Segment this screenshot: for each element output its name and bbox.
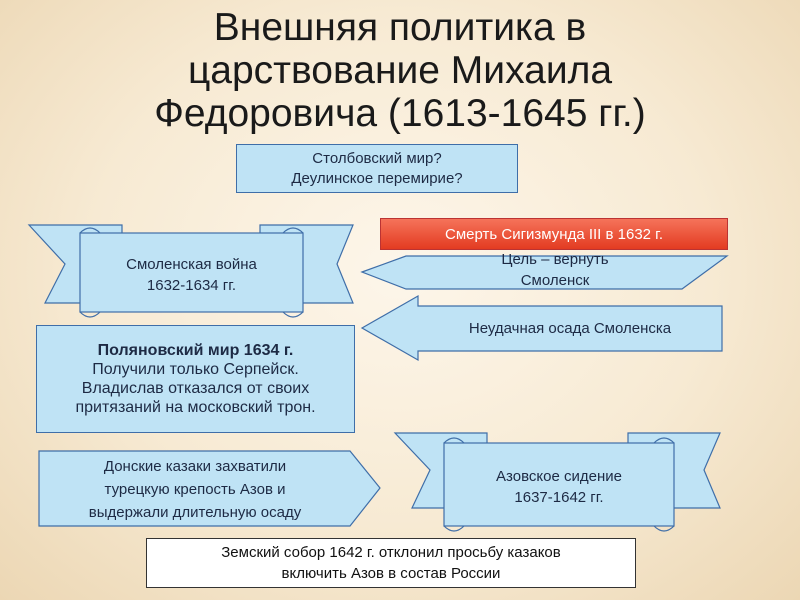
polyanovka-peace-box: Поляновский мир 1634 г. Получили только … <box>36 325 355 433</box>
zemsky-sobor-box: Земский собор 1642 г. отклонил просьбу к… <box>146 538 636 588</box>
death-sigismund-text: Смерть Сигизмунда III в 1632 г. <box>445 225 663 243</box>
top-question-box: Столбовский мир? Деулинское перемирие? <box>236 144 518 193</box>
death-sigismund-box: Смерть Сигизмунда III в 1632 г. <box>380 218 728 250</box>
ribbon-center <box>79 232 304 313</box>
top-question-text: Столбовский мир? Деулинское перемирие? <box>291 149 463 187</box>
goal-arrow-text: Цель – вернуть Смоленск <box>501 251 609 289</box>
peace-heading: Поляновский мир 1634 г. <box>97 342 294 359</box>
zemsky-sobor-text: Земский собор 1642 г. отклонил просьбу к… <box>221 544 561 582</box>
smolensk-war-label: Смоленская война 1632-1634 гг. <box>126 256 257 294</box>
siege-arrow-text: Неудачная осада Смоленска <box>468 320 672 337</box>
azov-seat-label: Азовское сидение 1637-1642 гг. <box>496 468 622 506</box>
peace-body: Получили только Серпейск. Владислав отка… <box>75 361 316 416</box>
cossacks-arrow-text: Донские казаки захватили турецкую крепос… <box>88 458 302 521</box>
page-title: Внешняя политика в царствование Михаила … <box>154 6 646 135</box>
